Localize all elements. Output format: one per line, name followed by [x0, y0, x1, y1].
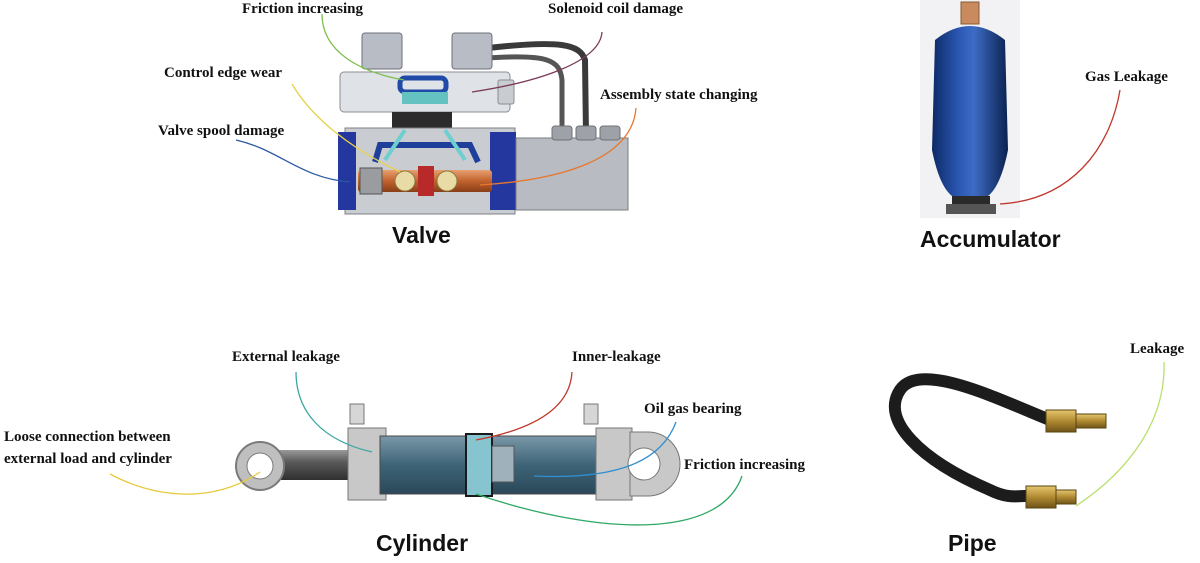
label-assembly-state-changing: Assembly state changing — [600, 87, 758, 103]
leader-control-edge — [291, 83, 401, 173]
label-oil-gas-bearing: Oil gas bearing — [644, 401, 742, 417]
leader-friction-cyl — [475, 475, 743, 526]
pipe-nut-bottom — [1055, 489, 1077, 505]
valve-pilot-line — [383, 128, 467, 162]
cylinder-piston — [465, 433, 493, 497]
accumulator-title: Accumulator — [920, 226, 1061, 252]
leader-oil-gas — [533, 421, 677, 478]
port-left — [349, 403, 365, 425]
pipe-fitting-top — [1045, 409, 1077, 433]
cylinder-cap — [595, 427, 633, 501]
label-pipe-leakage: Leakage — [1130, 341, 1185, 357]
accumulator-fitting — [946, 204, 996, 214]
pipe-fitting-bottom — [1025, 485, 1057, 509]
port-right — [583, 403, 599, 425]
label-loose-connection-line2: external load and cylinder — [4, 451, 172, 467]
spool-spring-left — [359, 167, 383, 195]
valve-illustration — [338, 32, 629, 215]
rod-eye-hole — [246, 452, 274, 480]
pipe-hose — [888, 373, 1056, 503]
spool-land — [394, 170, 416, 192]
leader-gas — [999, 89, 1121, 205]
leader-external — [295, 371, 373, 453]
connector — [599, 125, 621, 141]
piston-nut — [491, 445, 515, 483]
label-loose-connection-line1: Loose connection between — [4, 429, 171, 445]
pipe-title: Pipe — [948, 530, 997, 556]
valve-cable — [487, 41, 589, 136]
connector — [575, 125, 597, 141]
valve-actuator-box — [515, 137, 629, 211]
connector — [551, 125, 573, 141]
spool-center-land — [418, 166, 434, 196]
leader-solenoid — [471, 31, 603, 93]
label-friction-increasing-cylinder: Friction increasing — [684, 457, 805, 473]
leader-inner — [475, 371, 573, 441]
cylinder-title: Cylinder — [376, 530, 469, 556]
valve-internal-channel — [372, 142, 481, 164]
leader-loose — [109, 471, 261, 495]
pilot-spool — [402, 92, 448, 104]
label-solenoid-coil-damage: Solenoid coil damage — [548, 1, 684, 17]
solenoid-coil-left — [361, 32, 403, 70]
pipe-illustration — [888, 373, 1107, 509]
leader-pipe-leak — [1075, 361, 1165, 507]
adapter-block — [392, 112, 452, 128]
label-gas-leakage: Gas Leakage — [1085, 69, 1168, 85]
valve-cable — [487, 54, 565, 135]
clevis-hole — [627, 447, 661, 481]
leader-assembly — [479, 107, 637, 186]
solenoid-coil-right — [451, 32, 493, 70]
label-external-leakage: External leakage — [232, 349, 340, 365]
label-valve-spool-damage: Valve spool damage — [158, 123, 285, 139]
label-friction-increasing-valve: Friction increasing — [242, 1, 363, 17]
leader-friction-valve — [321, 13, 405, 81]
valve-end-cap-right — [490, 132, 516, 210]
cylinder-illustration — [235, 403, 681, 501]
label-control-edge-wear: Control edge wear — [164, 65, 283, 81]
accumulator-valve-stem — [960, 1, 980, 25]
leader-spool — [235, 139, 351, 183]
valve-title: Valve — [392, 222, 451, 248]
pilot-end-cap — [497, 79, 515, 105]
valve-end-cap-left — [338, 132, 356, 210]
spool-land — [436, 170, 458, 192]
accumulator-illustration — [920, 0, 1020, 218]
accumulator-shell — [932, 26, 1008, 198]
pipe-nut-top — [1075, 413, 1107, 429]
label-inner-leakage: Inner-leakage — [572, 349, 661, 365]
